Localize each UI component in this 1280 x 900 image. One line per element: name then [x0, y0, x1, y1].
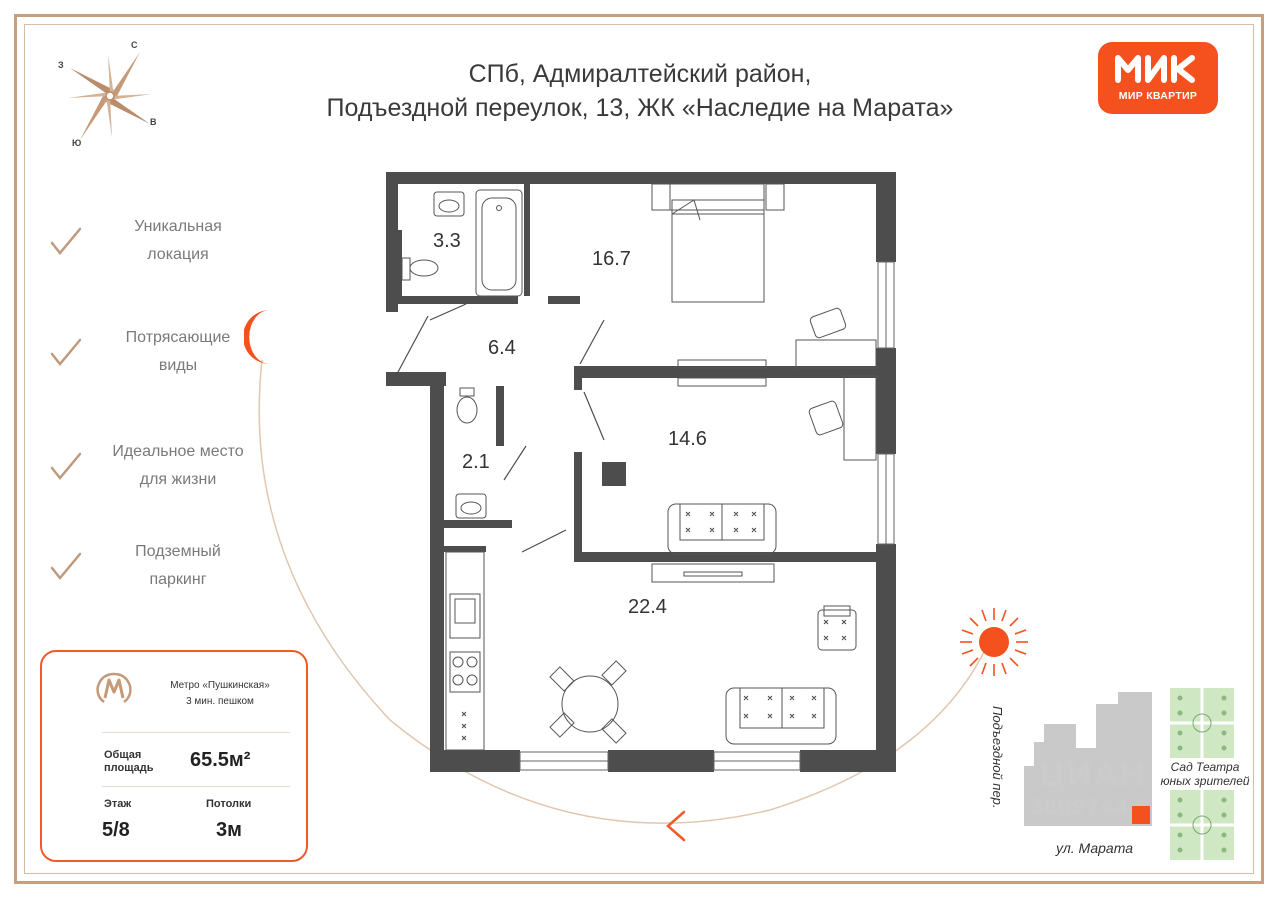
ceiling-label: Потолки — [206, 798, 252, 810]
floor-value: 5/8 — [102, 819, 130, 841]
room-area-living: 14.6 — [668, 428, 707, 450]
check-icon — [50, 552, 82, 580]
outer-frame — [14, 14, 1264, 884]
floor-label: Этаж — [104, 798, 132, 810]
check-icon — [50, 452, 82, 480]
room-area-wc: 2.1 — [462, 451, 490, 473]
brand-mark-icon — [1115, 55, 1195, 83]
compass-north: С — [131, 40, 138, 50]
compass-east: В — [150, 117, 157, 127]
watermark-brand: ЦИАН — [1040, 756, 1147, 794]
check-icon — [50, 227, 82, 255]
metro-walk-time: 3 мин. пешком — [186, 696, 254, 707]
sun-icon — [960, 608, 1028, 676]
street-marata: ул. Марата — [1056, 840, 1133, 856]
room-area-kitchen: 22.4 — [628, 596, 667, 618]
area-value: 65.5м² — [190, 749, 251, 771]
check-icon — [50, 338, 82, 366]
moon-icon — [244, 310, 270, 364]
metro-station: Метро «Пушкинская» — [170, 680, 270, 691]
room-area-bath: 3.3 — [433, 230, 461, 252]
address-line-1: СПб, Адмиралтейский район, — [468, 60, 812, 88]
watermark-id: 3809744 — [1030, 794, 1130, 819]
compass-west: З — [58, 60, 64, 70]
room-area-bedroom: 16.7 — [592, 248, 631, 270]
card-divider — [102, 786, 290, 787]
room-area-hall: 6.4 — [488, 337, 516, 359]
brand-name: МИР КВАРТИР — [1118, 90, 1198, 102]
brand-logo: МИР КВАРТИР — [1098, 42, 1218, 114]
card-divider — [102, 732, 290, 733]
metro-logo-icon — [96, 672, 132, 703]
address-line-2: Подъездной переулок, 13, ЖК «Наследие на… — [326, 94, 954, 122]
ceiling-value: 3м — [216, 819, 242, 841]
compass-rose-icon — [68, 52, 152, 140]
inner-frame — [24, 24, 1254, 874]
street-podyezdnoy: Подъездной пер. — [990, 706, 1005, 809]
compass-south: Ю — [72, 138, 82, 148]
